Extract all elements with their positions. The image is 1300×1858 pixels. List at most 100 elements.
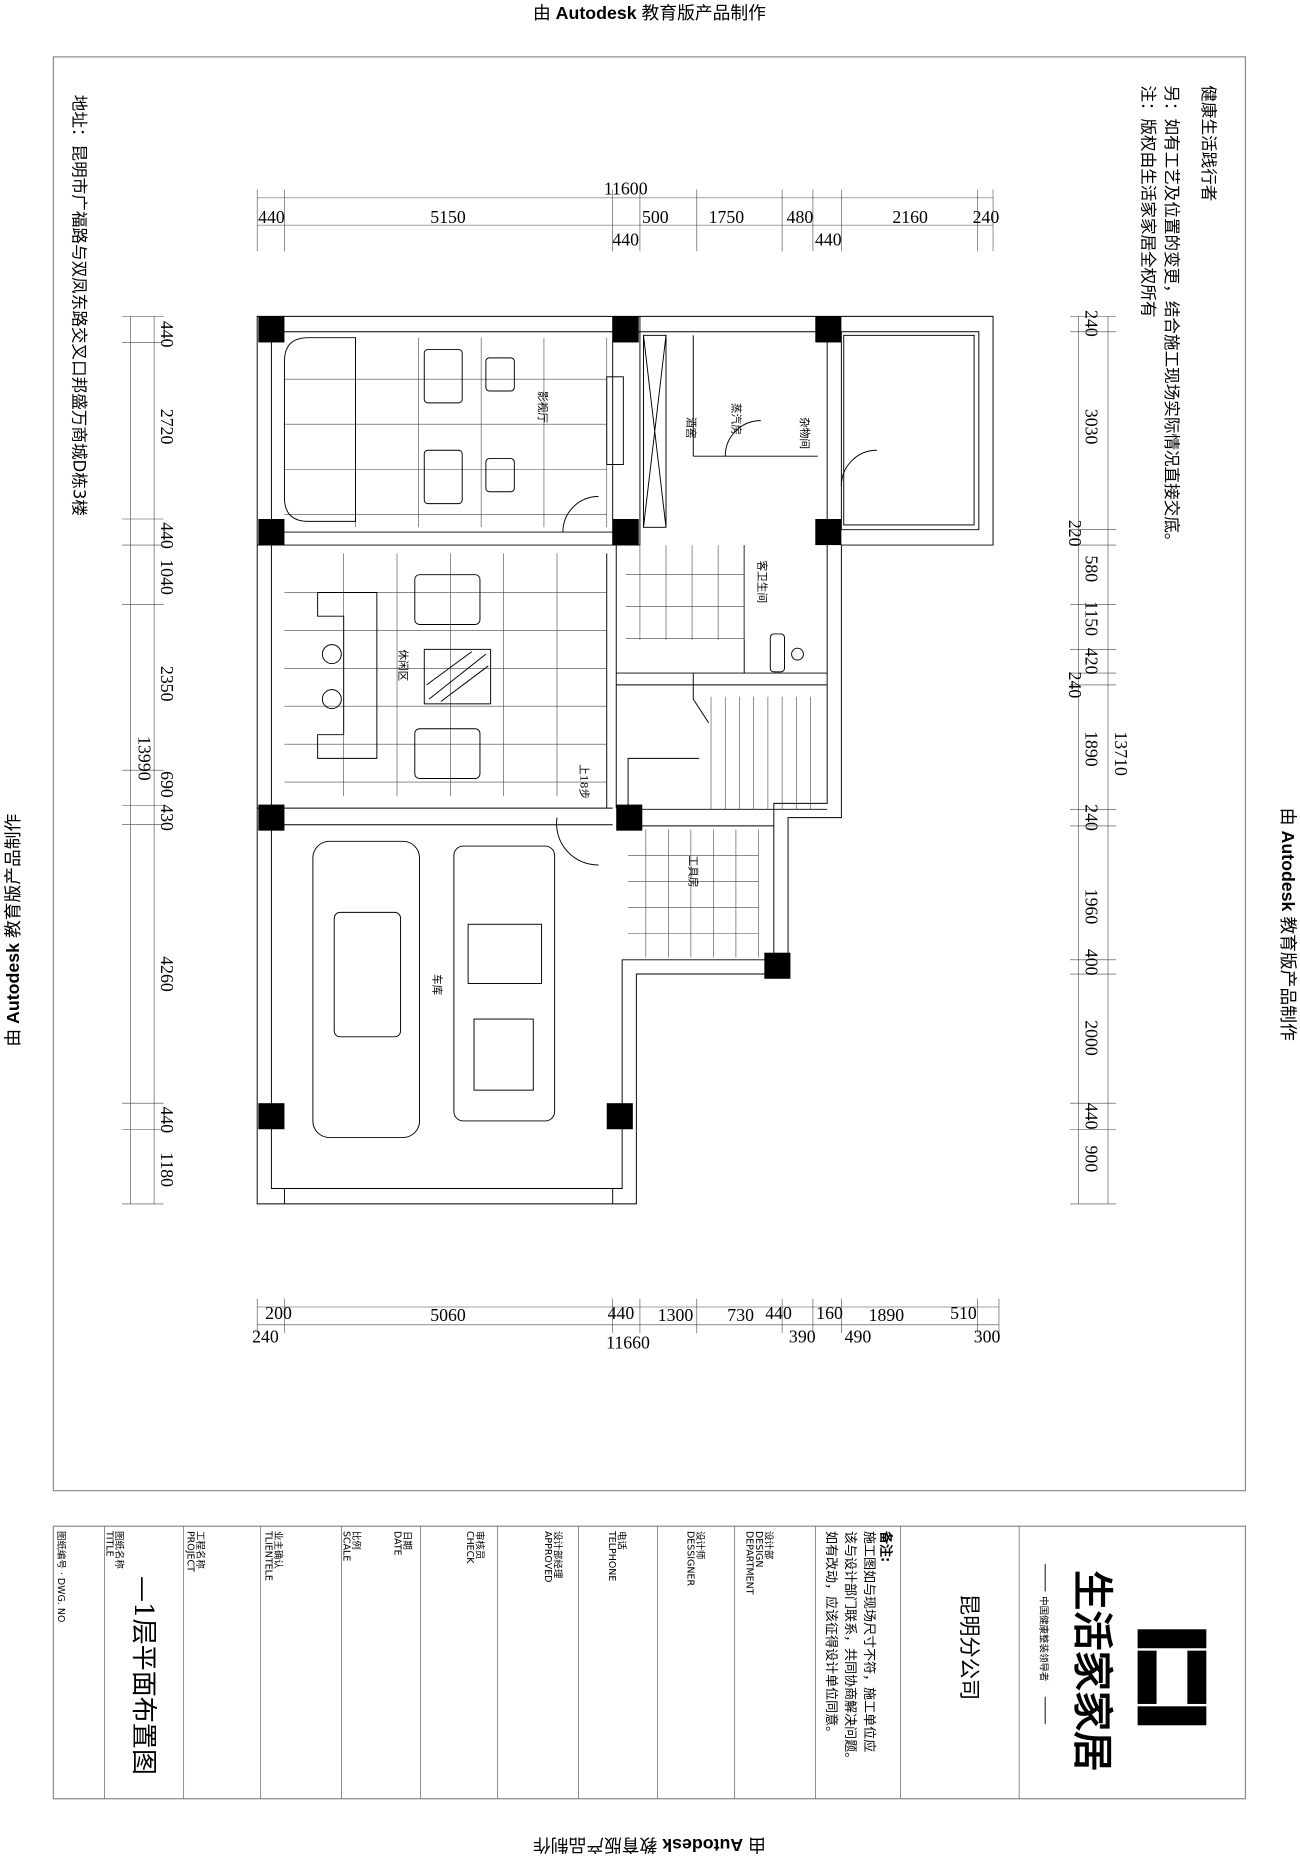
svg-text:440: 440 (815, 229, 842, 249)
room-label-garage: 车库 (431, 974, 444, 996)
svg-text:4260: 4260 (157, 956, 177, 992)
dimension-ticks (122, 189, 1117, 1334)
remarks-line-2: 该与设计部门联系，共同协商解决问题。 (842, 1531, 857, 1765)
svg-text:1150: 1150 (1081, 601, 1101, 636)
svg-text:3030: 3030 (1081, 409, 1101, 445)
svg-text:2350: 2350 (157, 666, 177, 702)
title-label-en: TITLE (104, 1530, 115, 1557)
title-block-frame (52, 1525, 1247, 1800)
room-label-leisure: 休闲区 (396, 649, 409, 681)
watermark-right: 由 Autodesk 教育版产品制作 (1278, 808, 1298, 1041)
svg-text:13710: 13710 (1111, 731, 1131, 776)
dimension-lines (130, 197, 1109, 1326)
svg-text:由 Autodesk 教育版产品制作: 由 Autodesk 教育版产品制作 (1278, 808, 1298, 1041)
watermark-top: 由 Autodesk 教育版产品制作 (533, 3, 766, 23)
svg-text:240: 240 (1081, 804, 1101, 831)
svg-text:生活家家居: 生活家家居 (1068, 1570, 1114, 1771)
svg-text:490: 490 (845, 1327, 872, 1347)
svg-text:由 Autodesk 教育版产品制作: 由 Autodesk 教育版产品制作 (533, 3, 766, 23)
svg-text:480: 480 (787, 207, 814, 227)
designer-label-en: DESSIGNER (684, 1531, 695, 1586)
svg-text:2160: 2160 (892, 207, 928, 227)
approved-label-en: APPROVED (542, 1531, 553, 1583)
room-labels: 影视厅 酒窖 蒸汽房 杂物间 客卫生间 休闲区 上18步 车库 工具房 (396, 391, 811, 996)
svg-text:440: 440 (157, 321, 177, 348)
svg-text:中国健康整装领导者: 中国健康整装领导者 (1037, 1596, 1049, 1681)
building-walls (256, 315, 994, 1205)
svg-text:200: 200 (265, 1303, 292, 1323)
svg-text:900: 900 (1081, 1146, 1101, 1173)
notes-title: 健康生活践行者 (1199, 85, 1218, 201)
svg-text:由 Autodesk 教育版产品制作: 由 Autodesk 教育版产品制作 (533, 1835, 766, 1855)
check-label-en: CHECK (464, 1531, 475, 1564)
right-dimensions: 13710 240 3030 220 580 1150 420 240 1890… (1065, 310, 1131, 1172)
room-label-guest-bath: 客卫生间 (755, 560, 768, 603)
scale-label-cn: 比例 (350, 1531, 362, 1550)
dwg-no-label: 图纸编号 · DWG. NO (55, 1531, 67, 1622)
remarks-title: 备注: (878, 1530, 894, 1562)
date-label-cn: 日期 (401, 1531, 412, 1550)
drawing-frame (52, 56, 1247, 1492)
svg-text:440: 440 (612, 229, 639, 249)
svg-text:1890: 1890 (1081, 731, 1101, 767)
bottom-dimensions: 200 5060 440 1300 730 440 160 1890 510 2… (252, 1303, 1000, 1353)
room-label-wine-cellar: 酒窖 (684, 417, 697, 438)
svg-text:240: 240 (973, 207, 1000, 227)
svg-text:1040: 1040 (157, 559, 177, 595)
svg-text:13990: 13990 (135, 736, 155, 781)
svg-text:2000: 2000 (1081, 1020, 1101, 1056)
structural-columns (258, 316, 842, 1130)
room-label-steam-room: 蒸汽房 (729, 403, 742, 435)
scale-label-en: SCALE (341, 1531, 352, 1561)
svg-text:160: 160 (816, 1303, 843, 1323)
room-label-tool-room: 工具房 (687, 856, 700, 888)
svg-text:440: 440 (608, 1303, 635, 1323)
dept-label-en2: DEPARTMENT (744, 1531, 755, 1595)
svg-text:11660: 11660 (606, 1332, 650, 1352)
svg-text:420: 420 (1081, 648, 1101, 675)
date-label-en: DATE (392, 1531, 403, 1556)
dept-label-cn: 设计部 (763, 1531, 775, 1559)
svg-text:690: 690 (157, 771, 177, 798)
svg-text:580: 580 (1081, 555, 1101, 582)
approved-label-cn: 设计部经理 (552, 1531, 564, 1579)
check-label-cn: 审核员 (473, 1531, 485, 1559)
project-label-cn: 工程名称 (194, 1531, 206, 1569)
watermark-left: 由 Autodesk 教育版产品制作 (3, 813, 23, 1046)
svg-text:由 Autodesk 教育版产品制作: 由 Autodesk 教育版产品制作 (3, 813, 23, 1046)
svg-text:440: 440 (157, 522, 177, 549)
client-label-en: TLIENTELE (262, 1530, 273, 1581)
branch-name: 昆明分公司 (956, 1594, 981, 1701)
svg-text:1960: 1960 (1081, 889, 1101, 925)
svg-text:220: 220 (1065, 520, 1085, 547)
svg-text:300: 300 (974, 1327, 1001, 1347)
designer-label-cn: 设计师 (694, 1531, 706, 1559)
title-label-cn: 图纸名称 (113, 1531, 125, 1569)
title-block: 图纸编号 · DWG. NO 图纸名称 TITLE —1层平面布置图 工程名称 … (55, 1526, 1207, 1799)
svg-text:5150: 5150 (430, 207, 466, 227)
project-label-en: PROJECT (184, 1531, 195, 1572)
svg-text:1300: 1300 (658, 1305, 694, 1325)
svg-text:500: 500 (642, 207, 669, 227)
svg-text:440: 440 (1081, 1103, 1101, 1130)
svg-text:1890: 1890 (869, 1305, 905, 1325)
svg-text:5060: 5060 (430, 1305, 466, 1325)
notes-line1: 另：如有工艺及位置的变更，结合施工现场实际情况直接交底。 (1162, 85, 1181, 549)
drawing-title: —1层平面布置图 (128, 1576, 158, 1775)
svg-text:510: 510 (950, 1303, 977, 1323)
svg-text:2720: 2720 (157, 409, 177, 445)
svg-text:240: 240 (252, 1327, 279, 1347)
svg-text:240: 240 (1081, 310, 1101, 337)
room-label-theater: 影视厅 (536, 391, 549, 423)
remarks-line-3: 如有改动，应该征得设计单位同意。 (823, 1531, 839, 1739)
room-label-stairs: 上18步 (578, 764, 591, 799)
svg-text:440: 440 (765, 1303, 792, 1323)
tel-label-en: TELPHONE (606, 1530, 617, 1581)
svg-text:440: 440 (258, 207, 285, 227)
room-label-storage: 杂物间 (798, 417, 811, 449)
notes-line2: 注：版权由生活家家居全权所有 (1138, 85, 1157, 317)
client-label-cn: 业主确认 (272, 1531, 284, 1569)
address-text: 地址：昆明市广福路与双凤东路交叉口邦盛万商城D栋3楼 (70, 95, 89, 516)
svg-text:400: 400 (1081, 949, 1101, 976)
